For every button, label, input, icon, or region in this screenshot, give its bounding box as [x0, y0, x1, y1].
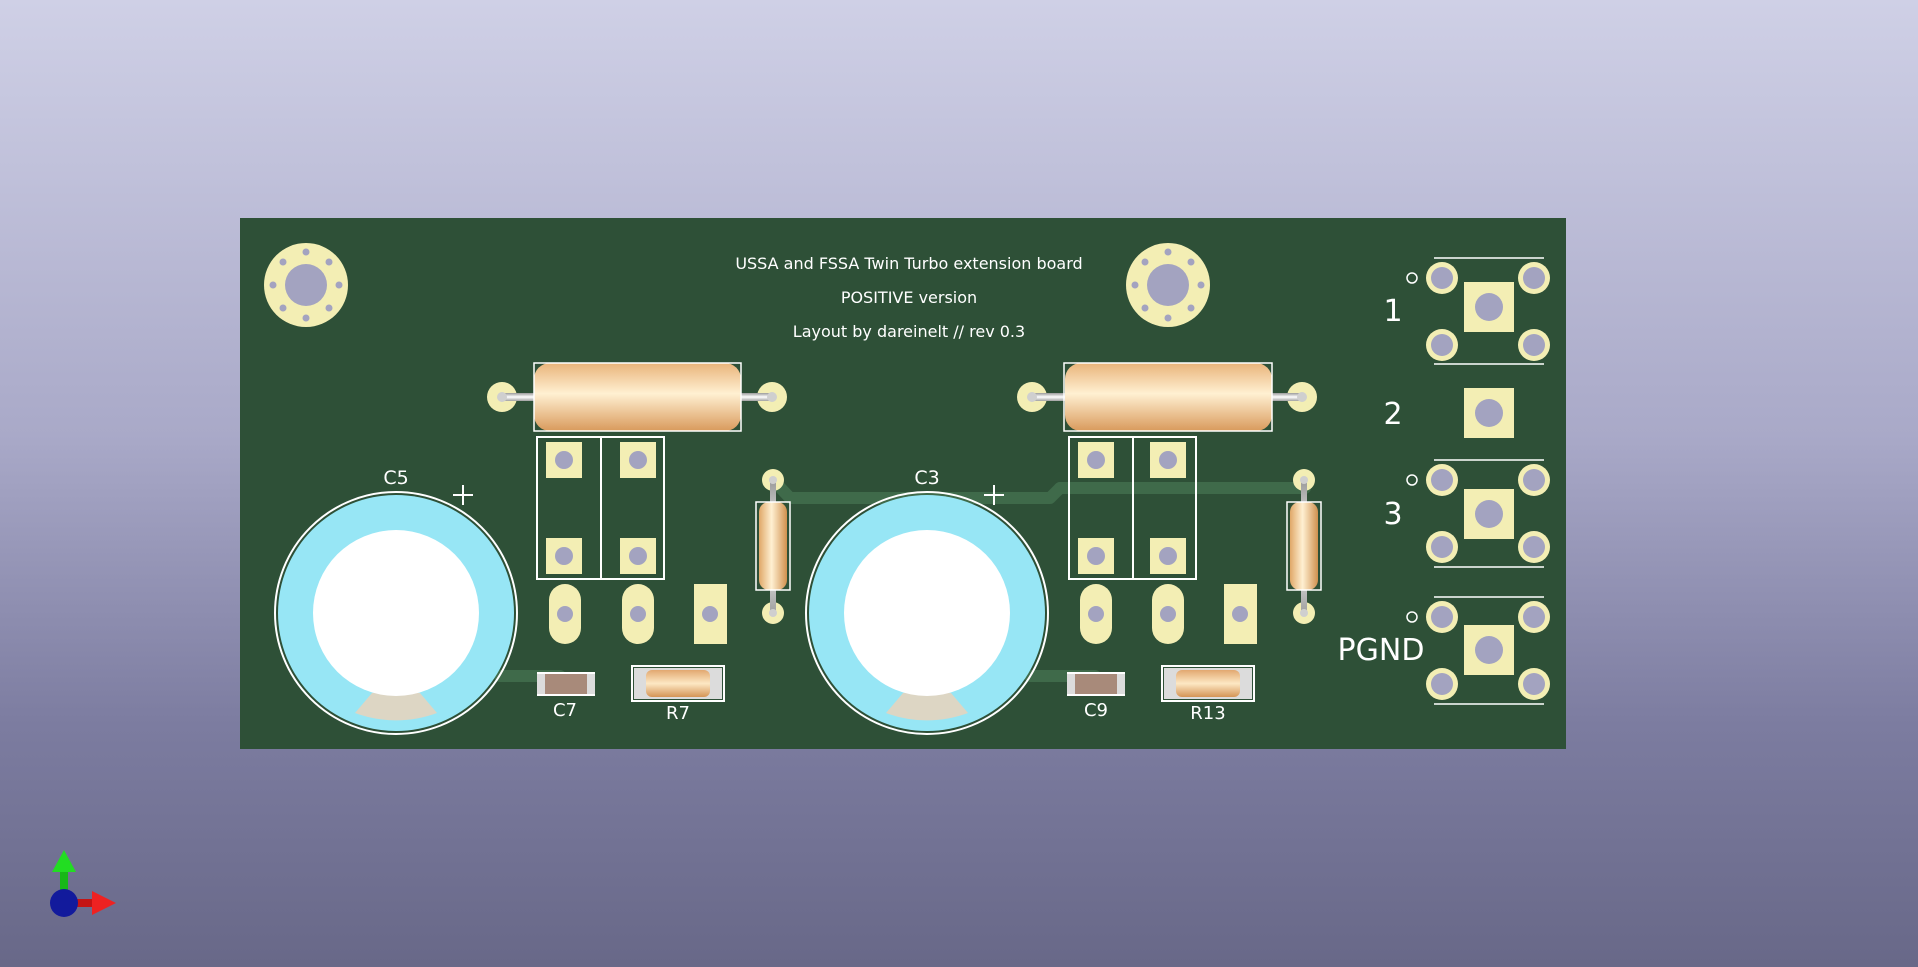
- smd-capacitor-c7[interactable]: C7: [537, 672, 595, 721]
- mounting-hole-right[interactable]: [1126, 243, 1210, 327]
- connector-pin-2[interactable]: 2: [1383, 388, 1514, 438]
- capacitor-c3[interactable]: C3: [805, 467, 1049, 735]
- ref-r7: R7: [666, 703, 690, 724]
- ref-c9: C9: [1084, 700, 1108, 721]
- smd-resistor-r7[interactable]: R7: [631, 665, 725, 724]
- connector-pin-1[interactable]: 1: [1383, 257, 1550, 365]
- to92-footprint-left[interactable]: [549, 584, 727, 644]
- transistor-footprint-left[interactable]: [536, 436, 665, 580]
- label-pin-1: 1: [1383, 294, 1402, 329]
- y-axis-arrow-icon: [52, 850, 76, 898]
- resistor-top-right[interactable]: [1017, 362, 1317, 432]
- ref-c5: C5: [383, 467, 408, 489]
- label-pin-2: 2: [1383, 397, 1402, 432]
- resistor-vertical-right[interactable]: [1286, 469, 1322, 624]
- ref-r13: R13: [1190, 703, 1225, 724]
- transistor-footprint-right[interactable]: [1068, 436, 1197, 580]
- resistor-vertical-left[interactable]: [755, 469, 791, 624]
- ref-c3: C3: [914, 467, 939, 489]
- mounting-hole-left[interactable]: [264, 243, 348, 327]
- resistor-top-left[interactable]: [487, 362, 787, 432]
- to92-footprint-right[interactable]: [1080, 584, 1257, 644]
- connector-pgnd[interactable]: PGND: [1338, 596, 1550, 705]
- connector-pin-3[interactable]: 3: [1383, 459, 1550, 568]
- x-axis-arrow-icon: [64, 891, 116, 915]
- axis-gizmo: [50, 850, 116, 917]
- z-axis-sphere-icon: [50, 889, 78, 917]
- board-author: Layout by dareinelt // rev 0.3: [793, 322, 1025, 341]
- board-version: POSITIVE version: [841, 288, 977, 307]
- label-pgnd: PGND: [1338, 633, 1425, 668]
- board-title: USSA and FSSA Twin Turbo extension board: [735, 254, 1082, 273]
- label-pin-3: 3: [1383, 497, 1402, 532]
- ref-c7: C7: [553, 700, 577, 721]
- smd-capacitor-c9[interactable]: C9: [1067, 672, 1125, 721]
- smd-resistor-r13[interactable]: R13: [1161, 665, 1255, 724]
- capacitor-c5[interactable]: C5: [274, 467, 518, 735]
